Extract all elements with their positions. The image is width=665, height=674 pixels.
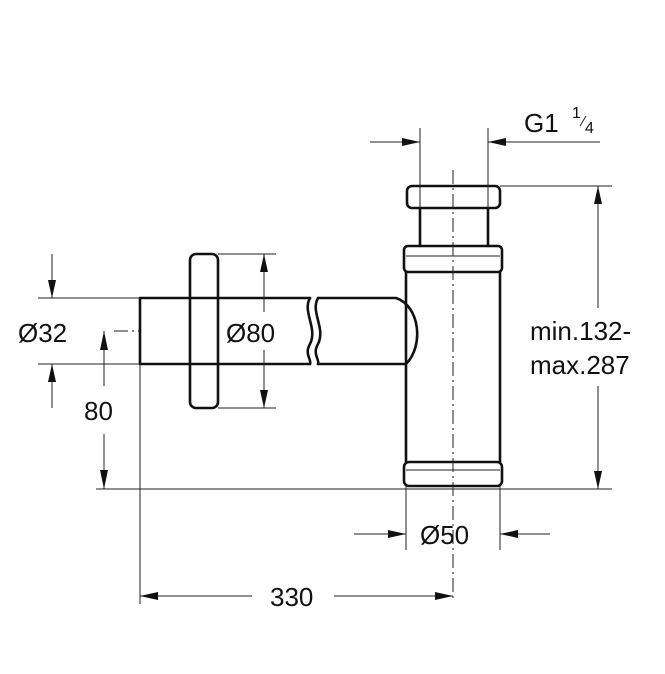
break-line-left: [306, 296, 314, 366]
dimension-diameter-body: Ø50: [354, 520, 550, 550]
label-thread-numerator: 1: [572, 105, 581, 122]
label-height-max: max.287: [530, 350, 630, 380]
arrow-up-icon: [260, 254, 268, 272]
label-thread-denominator: 4: [585, 120, 594, 137]
arrow-left-icon: [488, 138, 506, 146]
label-diameter-body: Ø50: [420, 520, 469, 550]
arrow-up-icon: [100, 331, 108, 350]
pipe-elbow: [316, 296, 419, 366]
arrow-down-icon: [594, 471, 602, 489]
label-height-min: min.132-: [530, 316, 631, 346]
fraction-slash: [579, 115, 587, 127]
label-thread-main: G1: [524, 108, 559, 138]
dimension-height-outlet: 80: [84, 331, 113, 489]
arrow-up-icon: [594, 186, 602, 204]
dimension-diameter-flange: Ø80: [226, 254, 275, 408]
dimension-diameter-inlet: Ø32: [18, 254, 67, 408]
dimension-height-range: min.132- max.287: [530, 186, 631, 489]
label-length-total: 330: [270, 582, 313, 612]
dimension-outlet-thread: G1 1 4: [370, 105, 600, 146]
arrow-up-icon: [48, 364, 56, 382]
outlet-pipe: [138, 296, 312, 366]
arrow-right-icon: [402, 138, 420, 146]
neck: [418, 206, 490, 248]
arrow-right-icon: [435, 592, 453, 600]
arrow-down-icon: [48, 280, 56, 298]
trap-outline: [138, 184, 504, 488]
arrow-right-icon: [388, 530, 406, 538]
arrow-down-icon: [100, 470, 108, 489]
arrow-left-icon: [500, 530, 518, 538]
label-diameter-flange: Ø80: [226, 318, 275, 348]
arrow-down-icon: [260, 390, 268, 408]
break-line-right: [314, 296, 322, 366]
wall-flange: [188, 252, 220, 410]
extension-lines: [38, 128, 612, 604]
arrow-left-icon: [140, 592, 158, 600]
label-diameter-inlet: Ø32: [18, 318, 67, 348]
dimension-length-total: 330: [140, 582, 453, 612]
label-height-outlet: 80: [84, 396, 113, 426]
